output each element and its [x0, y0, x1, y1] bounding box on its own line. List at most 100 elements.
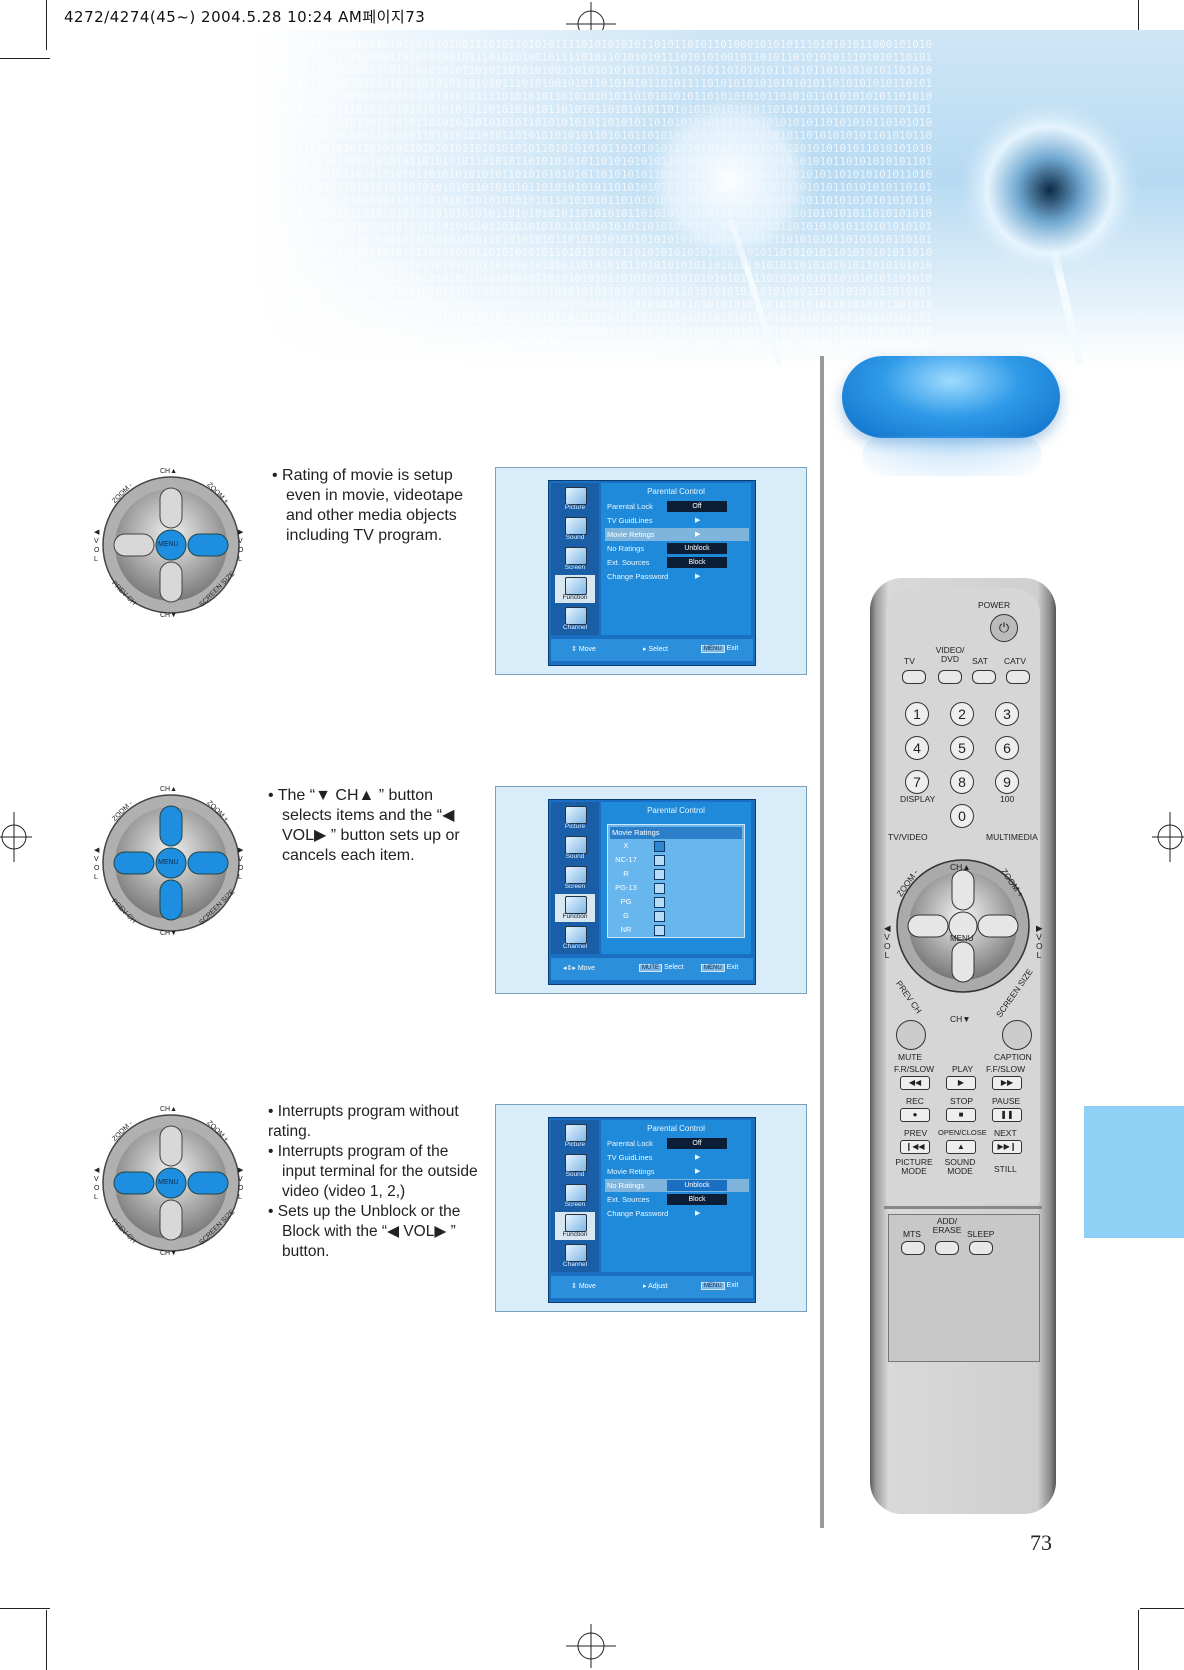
osd-menu-sound: Sound	[555, 515, 595, 543]
section-title-pill	[842, 356, 1060, 438]
picture-icon	[565, 1124, 587, 1142]
video-dvd-button	[938, 670, 962, 684]
select-hint: MUTE Select	[639, 964, 683, 972]
tv-video-label: TV/VIDEO	[888, 832, 928, 842]
mute-button	[896, 1020, 926, 1050]
osd-footer: ◂⇕▸ Move MUTE Select MENU Exit	[551, 958, 753, 980]
screen-icon	[565, 547, 587, 565]
exit-hint: MENU Exit	[701, 964, 738, 972]
digit-button: 3	[995, 702, 1019, 726]
source-label: TV	[904, 656, 915, 666]
previous-track-icon: ❙◀◀	[900, 1140, 930, 1154]
ch-up-label: CH▲	[160, 468, 178, 475]
dpad-diagram: CH▲ CH▼ ZOOM - ZOOM + ◀ V O L ▶ V O L PR…	[94, 1106, 246, 1258]
sound-icon	[565, 1154, 587, 1172]
prev-label: PREV	[904, 1128, 928, 1138]
printer-slug: 4272/4274(45~) 2004.5.28 10:24 AM페이지73	[64, 8, 426, 26]
function-icon	[565, 1214, 587, 1232]
osd-menu-channel: Channel	[555, 924, 595, 952]
fast-forward-icon: ▶▶	[992, 1076, 1022, 1090]
next-label: NEXT	[994, 1128, 1017, 1138]
bullet: • Sets up the Unblock or the Block with …	[268, 1203, 461, 1260]
osd-screenshot-1: Picture Sound Screen Function Channel Pa…	[495, 467, 807, 675]
rewind-icon: ◀◀	[900, 1076, 930, 1090]
add-erase-label: ADD/ ERASE	[932, 1216, 962, 1235]
menu-label: MENU	[158, 541, 179, 548]
osd-screenshot-3: Picture Sound Screen Function Channel Pa…	[495, 1104, 807, 1312]
move-hint: ⇕ Move	[571, 646, 596, 653]
stop-icon: ■	[946, 1108, 976, 1122]
digit-button: 8	[950, 770, 974, 794]
rating-label: NR	[620, 925, 632, 934]
digit-button: 1	[905, 702, 929, 726]
pause-label: PAUSE	[992, 1096, 1021, 1106]
picture-icon	[565, 487, 587, 505]
rating-label: G	[623, 911, 629, 920]
ch-up-label: CH▲	[160, 1106, 178, 1113]
osd-menu-picture: Picture	[555, 1122, 595, 1150]
osd-window: Picture Sound Screen Function Channel Pa…	[548, 799, 756, 985]
digit-button: 9	[995, 770, 1019, 794]
add-erase-button	[935, 1241, 959, 1255]
digit-button: 4	[905, 736, 929, 760]
vol-left-label: ◀ V O L	[94, 847, 100, 881]
record-icon: ●	[900, 1108, 930, 1122]
ch-down-label: CH▼	[160, 930, 178, 937]
column-divider	[820, 356, 824, 1528]
vol-left-label: ◀ V O L	[94, 529, 100, 563]
osd-menu-sound: Sound	[555, 1152, 595, 1180]
osd-menu-picture: Picture	[555, 804, 595, 832]
registration-mark-icon	[1152, 812, 1184, 862]
rating-checkbox	[654, 911, 665, 922]
rating-checkbox	[654, 925, 665, 936]
remote-vol-left-label: ◀ V O L	[884, 923, 891, 960]
crop-mark	[46, 1610, 47, 1670]
remote-menu-label: MENU	[950, 934, 974, 943]
dpad-graphic	[102, 794, 240, 932]
instruction-text-2: • The “▼ CH▲ ” button selects items and …	[268, 786, 478, 866]
registration-mark-icon	[566, 1624, 616, 1668]
source-label: VIDEO/ DVD	[935, 645, 965, 664]
rating-label: PG-13	[615, 883, 637, 892]
osd-row: Change Password▶	[607, 572, 701, 581]
vol-right-label: ▶ V O L	[238, 1167, 244, 1201]
mts-label: MTS	[903, 1229, 921, 1239]
ch-down-label: CH▼	[160, 612, 178, 619]
picture-mode-label: PICTURE MODE	[895, 1157, 933, 1176]
picture-icon	[565, 806, 587, 824]
hundred-label: 100	[1000, 794, 1015, 804]
menu-label: MENU	[158, 859, 179, 866]
osd-menu-screen: Screen	[555, 864, 595, 892]
osd-footer: ⇕ Move ▸ Select MENU Exit	[551, 639, 753, 661]
remote-ch-down-label: CH▼	[950, 1014, 971, 1024]
power-icon: ⏻	[990, 614, 1018, 642]
remote-ch-up-label: CH▲	[950, 862, 971, 872]
sleep-button	[969, 1241, 993, 1255]
tv-button	[902, 670, 926, 684]
fr-slow-label: F.R/SLOW	[894, 1064, 935, 1074]
crop-mark	[1140, 1608, 1184, 1609]
digit-button: 5	[950, 736, 974, 760]
bullet: • Rating of movie is setup even in movie…	[272, 467, 463, 544]
rating-label: X	[623, 841, 629, 850]
osd-row: Movie Retings▶	[607, 1167, 701, 1176]
channel-icon	[565, 1244, 587, 1262]
osd-screenshot-2: Picture Sound Screen Function Channel Pa…	[495, 786, 807, 994]
movie-ratings-box: Movie Ratings X NC-17 R PG-13 PG G NR	[607, 824, 745, 938]
page-number: 73	[1030, 1530, 1052, 1555]
osd-row: TV GuidLines▶	[607, 516, 701, 525]
osd-title: Parental Control	[647, 806, 705, 815]
osd-menu-function: Function	[555, 575, 595, 603]
osd-menu-channel: Channel	[555, 605, 595, 633]
digit-button: 0	[950, 804, 974, 828]
osd-menu-picture: Picture	[555, 485, 595, 513]
bullet: • Interrupts program without rating.	[268, 1103, 459, 1140]
sound-mode-label: SOUND MODE	[944, 1157, 976, 1176]
osd-row: Change Password▶	[607, 1209, 701, 1218]
stop-label: STOP	[950, 1096, 973, 1106]
